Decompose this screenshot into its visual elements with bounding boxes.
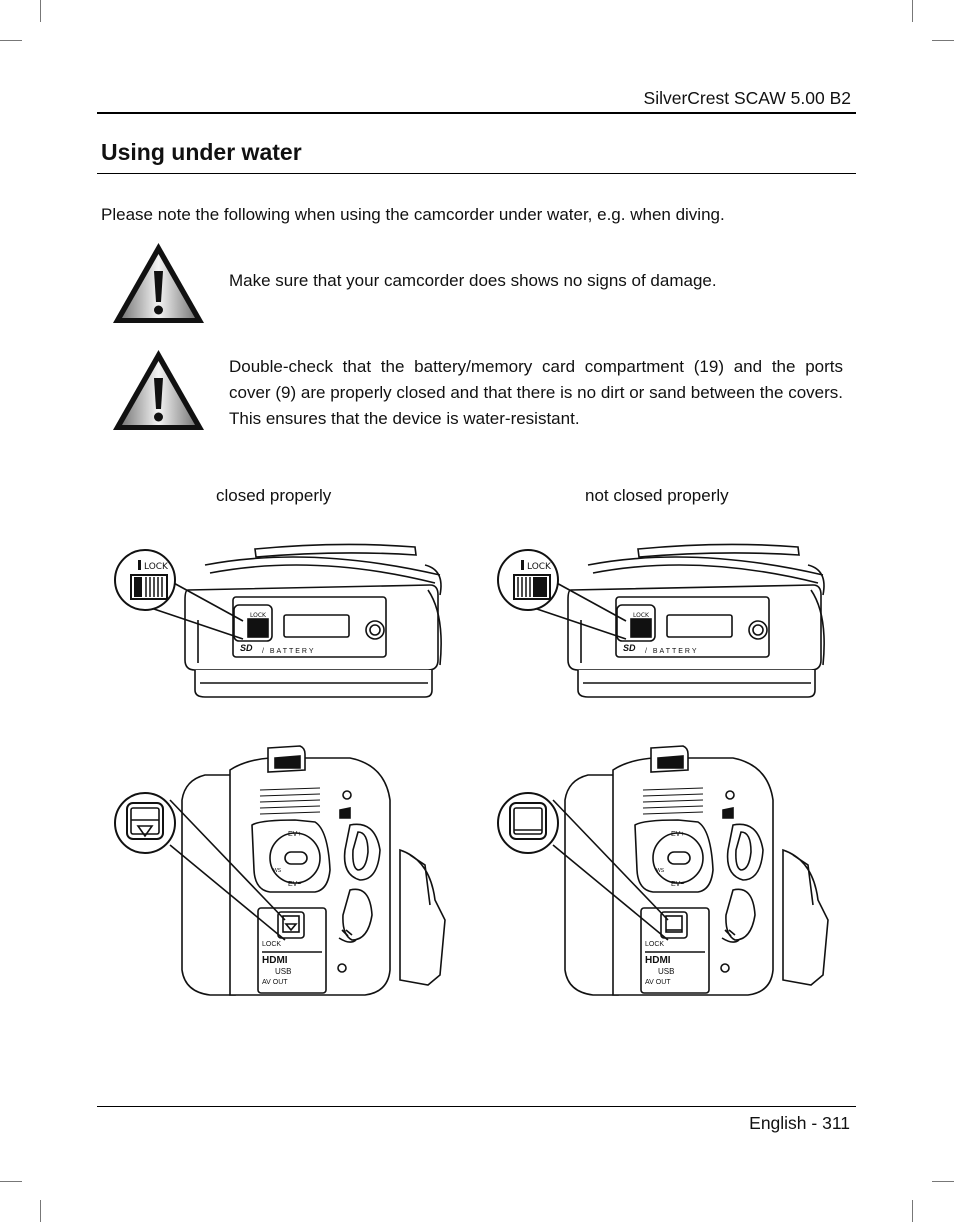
- battery-label: / BATTERY: [262, 648, 316, 655]
- crop-mark: [912, 1200, 913, 1222]
- lock-label: LOCK: [633, 612, 650, 619]
- lock-label: LOCK: [645, 941, 664, 948]
- intro-text: Please note the following when using the…: [101, 205, 725, 224]
- ports-cover-open-figure: EV+ EV− WS LOCK HDMI USB AV OUT: [497, 745, 829, 996]
- av-label: AV OUT: [645, 979, 671, 986]
- usb-label: USB: [275, 967, 291, 976]
- hdmi-label: HDMI: [645, 955, 671, 966]
- section-title: Using under water: [101, 139, 302, 165]
- ev-plus-label: EV+: [288, 831, 301, 838]
- crop-mark: [40, 1200, 41, 1222]
- battery-compartment-open-figure: LOCK SD / BATTERY LOCK: [497, 543, 825, 698]
- crop-mark: [912, 0, 913, 22]
- warning-triangle-icon: [113, 350, 204, 430]
- warning-text: Make sure that your camcorder does shows…: [229, 271, 717, 290]
- crop-mark: [0, 1181, 22, 1182]
- battery-compartment-closed-figure: LOCK SD / BATTERY LOCK: [114, 543, 442, 698]
- hdmi-label: HDMI: [262, 955, 288, 966]
- title-rule: [97, 173, 856, 174]
- footer-rule: [97, 1106, 856, 1107]
- crop-mark: [40, 0, 41, 22]
- lock-label: LOCK: [262, 941, 281, 948]
- crop-mark: [932, 1181, 954, 1182]
- crop-mark: [0, 40, 22, 41]
- header-model: SilverCrest SCAW 5.00 B2: [643, 88, 851, 108]
- warning-triangle-icon: [113, 243, 204, 323]
- crop-mark: [932, 40, 954, 41]
- page-number: English - 311: [749, 1113, 850, 1133]
- sd-label: SD: [623, 643, 636, 653]
- warning-text: Double-check that the battery/memory car…: [229, 357, 843, 428]
- lock-label: LOCK: [144, 562, 169, 572]
- header-rule: [97, 112, 856, 114]
- ports-cover-closed-figure: EV+ EV− WS LOCK HDMI USB AV OUT: [114, 745, 446, 996]
- usb-label: USB: [658, 967, 674, 976]
- sd-label: SD: [240, 643, 253, 653]
- ws-label: WS: [273, 868, 282, 874]
- caption-closed: closed properly: [216, 486, 332, 505]
- ev-minus-label: EV−: [671, 881, 684, 888]
- ws-label: WS: [656, 868, 665, 874]
- battery-label: / BATTERY: [645, 648, 699, 655]
- av-label: AV OUT: [262, 979, 288, 986]
- ev-minus-label: EV−: [288, 881, 301, 888]
- caption-not-closed: not closed properly: [585, 486, 729, 505]
- lock-label: LOCK: [527, 562, 552, 572]
- ev-plus-label: EV+: [671, 831, 684, 838]
- lock-label: LOCK: [250, 612, 267, 619]
